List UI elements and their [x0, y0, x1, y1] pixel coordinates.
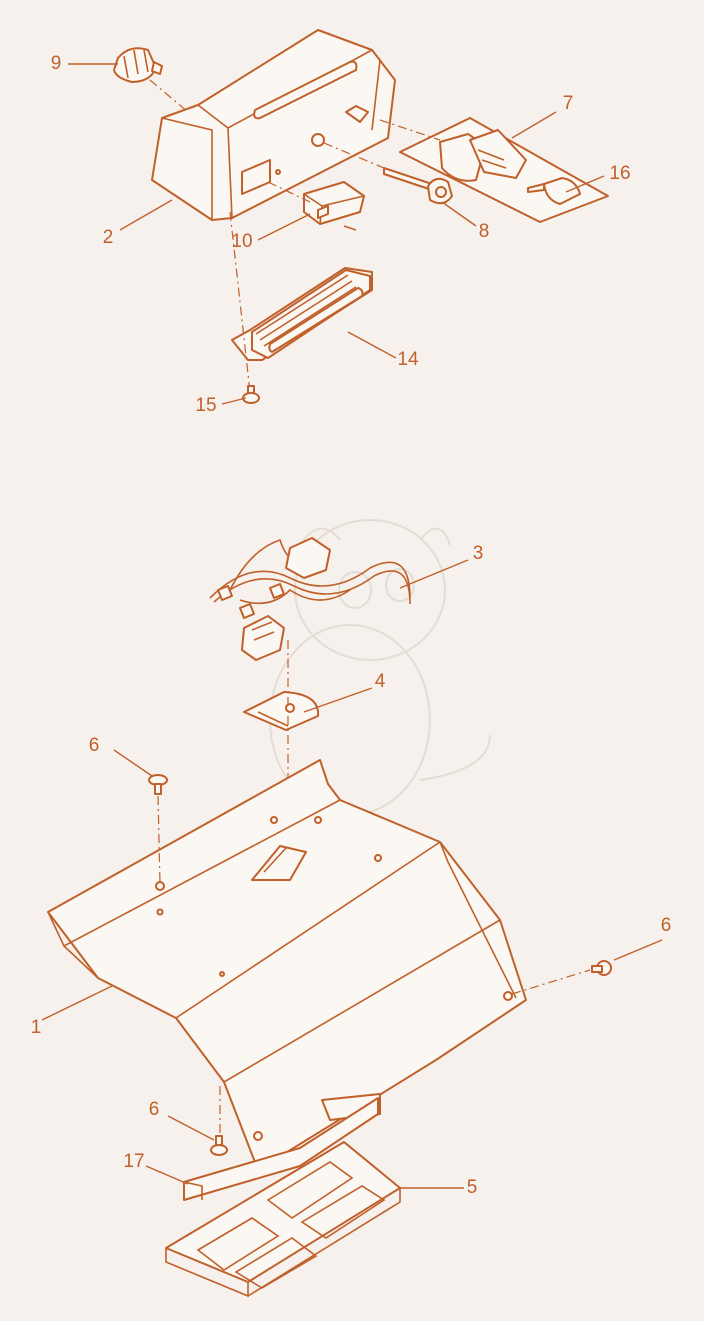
part-4-bracket: [243, 691, 320, 731]
callout-17: 17: [123, 1151, 145, 1172]
part-3-wiring-harness: [209, 537, 411, 661]
callout-6-right: 6: [660, 915, 672, 936]
part-5-base-tray: [165, 1141, 401, 1298]
callout-3: 3: [472, 543, 484, 564]
part-10-rocker: [303, 181, 365, 225]
callout-4: 4: [374, 671, 386, 692]
part-17-spacer: [183, 1097, 379, 1201]
part-2-housing: [151, 29, 396, 221]
part-9-knob: [113, 47, 163, 83]
part-6-screw-top: [148, 774, 168, 795]
callout-10: 10: [231, 231, 253, 252]
part-15-screw: [242, 385, 260, 404]
leader-lines: [41, 63, 663, 1189]
callout-5: 5: [466, 1177, 478, 1198]
callout-14: 14: [397, 349, 419, 370]
part-8-switch: [383, 167, 453, 205]
callout-16: 16: [609, 163, 631, 184]
part-14-bezel: [231, 267, 373, 361]
callout-7: 7: [562, 93, 574, 114]
callout-6-bottom: 6: [148, 1099, 160, 1120]
part-16-key: [527, 177, 581, 205]
callout-2: 2: [102, 227, 114, 248]
callout-8: 8: [478, 221, 490, 242]
part-7-switch-assembly: [399, 117, 609, 223]
part-6-screw-right: [591, 960, 612, 976]
callout-15: 15: [195, 395, 217, 416]
part-6-screw-bottom: [210, 1135, 228, 1156]
callout-1: 1: [30, 1017, 42, 1038]
callout-6-top: 6: [88, 735, 100, 756]
part-1-cover-panel: [47, 759, 527, 1171]
callout-9: 9: [50, 53, 62, 74]
